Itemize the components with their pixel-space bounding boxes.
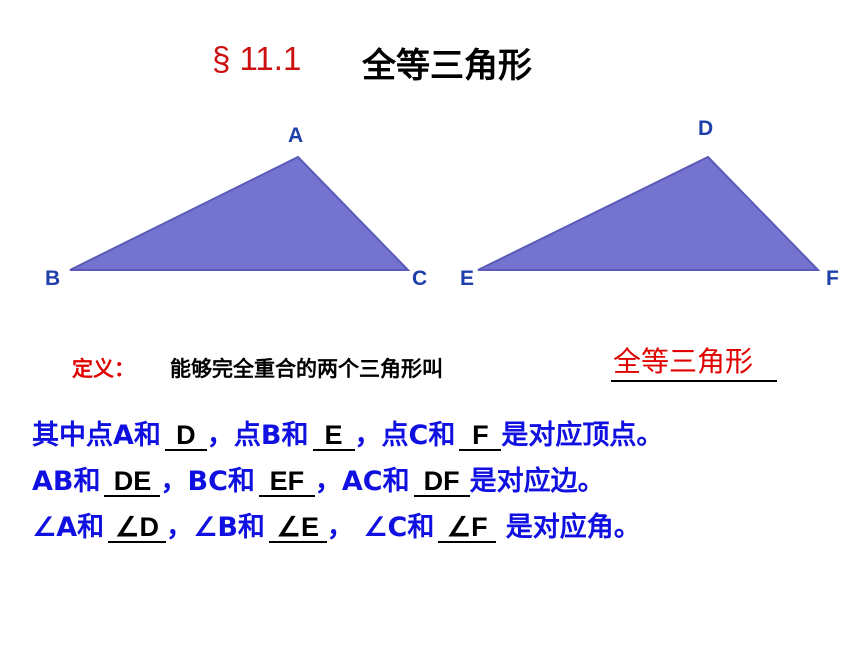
vertex-label-c: C [412, 267, 428, 290]
line1-text-1: 其中点A和 [32, 420, 161, 451]
vertex-answer-b: E [312, 421, 355, 452]
line1-text-4: 是对应顶点。 [501, 420, 664, 451]
line1-text-2: ，点B和 [206, 420, 309, 451]
definition-text: 能够完全重合的两个三角形叫 [170, 357, 443, 381]
angle-answer-c: ∠F [438, 513, 497, 544]
slide-title: 全等三角形 [362, 46, 532, 86]
line2-text-2: ，BC和 [160, 466, 255, 497]
line3-text-1: ∠A和 [32, 512, 105, 543]
vertex-label-e: E [460, 267, 475, 290]
triangle-def [477, 155, 821, 271]
vertex-answer-c: F [459, 421, 502, 452]
line2-text-1: AB和 [32, 466, 101, 497]
line3-text-3: ， ∠C和 [326, 512, 435, 543]
side-answer-ac: DF [413, 467, 470, 498]
line3-text-2: ，∠B和 [166, 512, 265, 543]
line1-text-3: ，点C和 [354, 420, 456, 451]
line3-text-4: 是对应角。 [496, 512, 641, 543]
angle-answer-a: ∠D [108, 513, 167, 544]
vertex-label-d: D [698, 117, 714, 140]
definition-label: 定义： [72, 357, 135, 381]
side-answer-ab: DE [104, 467, 161, 498]
angle-answer-b: ∠E [268, 513, 327, 544]
definition-answer: 全等三角形 [613, 345, 754, 378]
vertex-answer-a: D [164, 421, 207, 452]
line2-text-4: 是对应边。 [469, 466, 605, 497]
triangle-abc [69, 155, 411, 271]
vertex-label-f: F [826, 267, 839, 290]
section-number: § 11.1 [212, 40, 302, 77]
definition-blank-line [611, 380, 777, 382]
side-answer-bc: EF [258, 467, 315, 498]
vertex-label-b: B [45, 267, 61, 290]
vertex-label-a: A [288, 124, 304, 147]
corresponding-angles-line: ∠A和∠D，∠B和∠E， ∠C和∠F 是对应角。 [32, 505, 641, 544]
line2-text-3: ，AC和 [314, 466, 410, 497]
